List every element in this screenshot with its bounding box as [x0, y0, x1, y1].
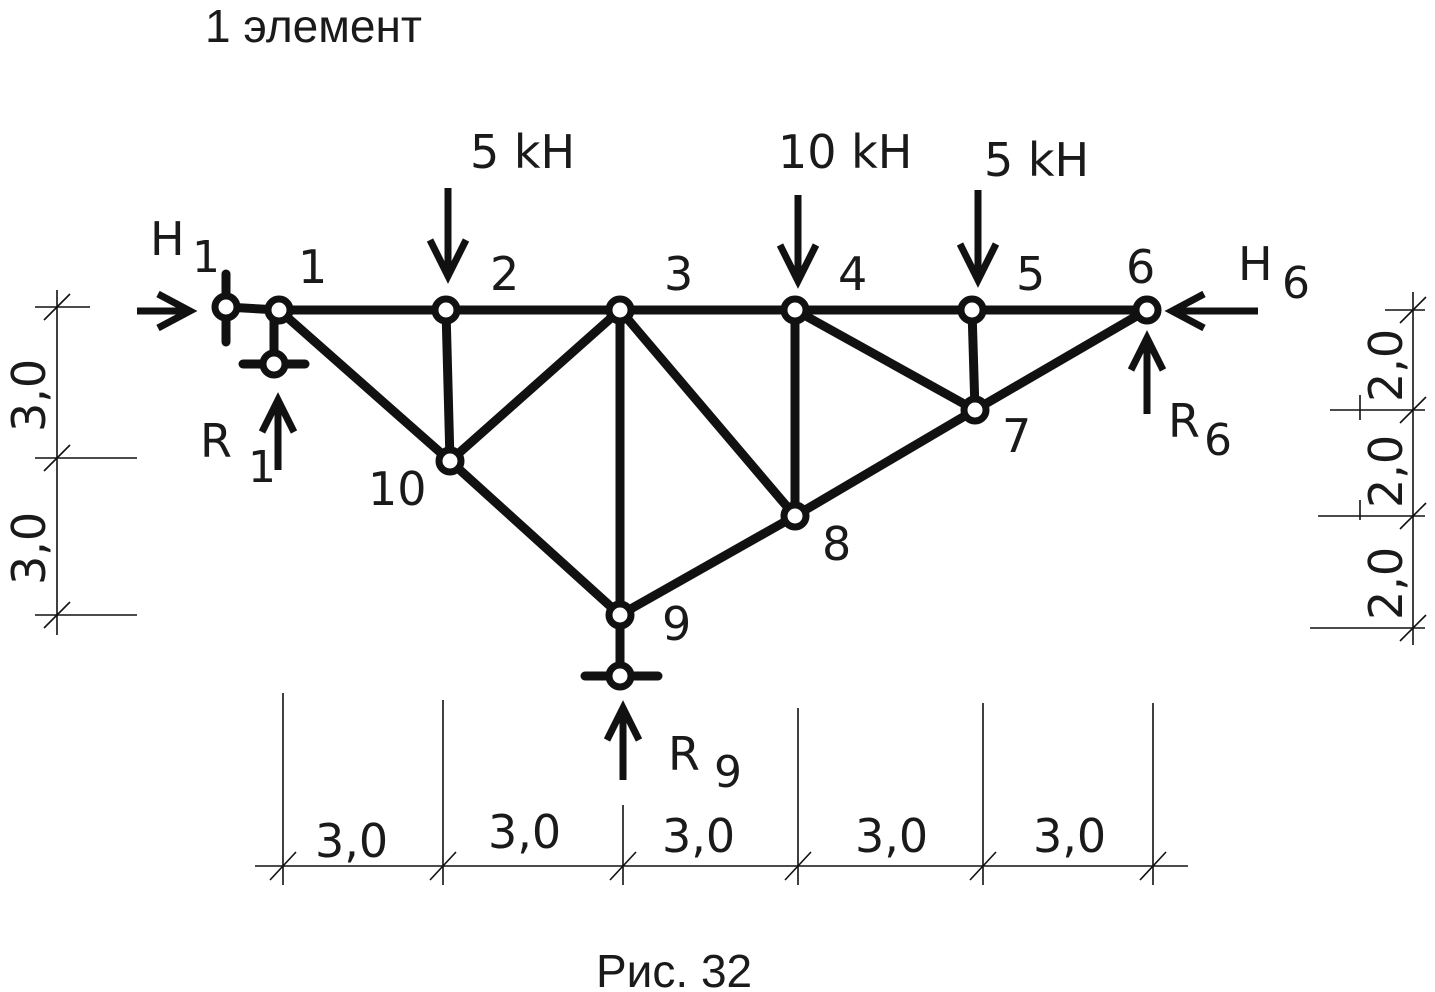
- node-label-1: 1: [298, 240, 327, 294]
- reaction-h1-arrowhead: [156, 290, 198, 332]
- reactions: H 1 R 1 H 6 R 6 R 9: [137, 212, 1310, 798]
- reaction-r1-arrowhead: [258, 392, 298, 434]
- node-6: [1132, 295, 1162, 325]
- reaction-h1-main: H: [150, 212, 185, 266]
- dim-right-1: 2,0: [1359, 329, 1413, 402]
- reaction-h1-sub: 1: [192, 232, 220, 283]
- member-4-7: [790, 305, 980, 415]
- reaction-r1-sub: 1: [248, 442, 276, 493]
- dim-left-1: 3,0: [2, 359, 56, 432]
- dim-bottom-2: 3,0: [488, 805, 561, 859]
- diagram-title: 1 элемент: [205, 0, 422, 52]
- node-labels: 1 2 3 4 5 6 7 8 9 10: [298, 240, 1155, 651]
- member-5-7: [967, 305, 980, 415]
- member-8-7: [790, 405, 980, 521]
- member-1-10: [274, 305, 455, 466]
- reaction-r6-main: R: [1168, 394, 1200, 448]
- dim-right-3: 2,0: [1359, 547, 1413, 620]
- member-10-3: [445, 305, 625, 466]
- node-label-6: 6: [1126, 240, 1155, 294]
- support-r1-pin: [259, 349, 289, 379]
- node-7: [960, 395, 990, 425]
- node-3: [605, 295, 635, 325]
- member-10-9: [445, 456, 625, 620]
- dim-bottom-4: 3,0: [855, 809, 928, 863]
- node-label-5: 5: [1016, 247, 1045, 301]
- load-label-5: 5 kH: [984, 133, 1089, 187]
- node-label-8: 8: [822, 517, 851, 571]
- dim-bottom-3: 3,0: [662, 809, 735, 863]
- reaction-h6-arrowhead: [1164, 290, 1206, 332]
- member-3-8: [615, 305, 800, 521]
- dim-left-2: 3,0: [2, 512, 56, 585]
- support-h1-pin: [211, 292, 241, 322]
- load-label-4: 10 kH: [778, 125, 912, 179]
- loads: 5 kH 10 kH 5 kH: [426, 125, 1089, 289]
- node-label-9: 9: [662, 597, 691, 651]
- reaction-r9-sub: 9: [714, 747, 742, 798]
- dim-right-2: 2,0: [1359, 435, 1413, 508]
- dim-bottom-5: 3,0: [1033, 809, 1106, 863]
- node-10: [435, 446, 465, 476]
- load-label-2: 5 kH: [470, 125, 575, 179]
- node-label-4: 4: [838, 247, 867, 301]
- node-1: [264, 295, 294, 325]
- dim-bottom-1: 3,0: [315, 814, 388, 868]
- truss-members: [274, 305, 1152, 620]
- node-label-2: 2: [490, 247, 519, 301]
- reaction-r1-main: R: [200, 414, 232, 468]
- dimension-right: 2,0 2,0 2,0: [1310, 292, 1427, 645]
- load-arrowhead-5: [956, 242, 1000, 288]
- member-7-6: [970, 305, 1152, 415]
- reaction-h6-main: H: [1238, 237, 1273, 291]
- node-8: [780, 501, 810, 531]
- node-label-3: 3: [664, 247, 693, 301]
- node-9: [605, 600, 635, 630]
- reaction-r6-sub: 6: [1204, 415, 1232, 466]
- reaction-r6-arrowhead: [1127, 330, 1167, 372]
- support-r9-pin: [605, 661, 635, 691]
- figure-caption: Рис. 32: [596, 945, 752, 992]
- reaction-r9-arrowhead: [603, 700, 643, 742]
- member-9-8: [615, 511, 800, 620]
- dimension-bottom: 3,0 3,0 3,0 3,0 3,0: [255, 693, 1188, 885]
- node-label-7: 7: [1002, 409, 1031, 463]
- node-label-10: 10: [368, 462, 427, 516]
- node-5: [957, 295, 987, 325]
- truss-nodes: [264, 295, 1162, 630]
- load-arrowhead-4: [776, 243, 820, 289]
- load-arrowhead-2: [426, 238, 470, 284]
- node-2: [431, 295, 461, 325]
- member-2-10: [441, 305, 455, 466]
- dimension-left: 3,0 3,0: [2, 290, 137, 635]
- reaction-r9-main: R: [668, 727, 700, 781]
- reaction-h6-sub: 6: [1282, 258, 1310, 309]
- node-4: [780, 295, 810, 325]
